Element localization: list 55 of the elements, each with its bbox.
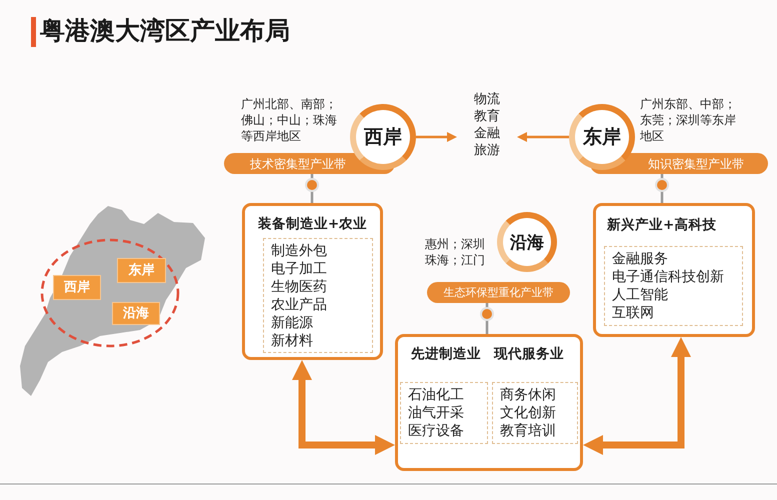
map-region-tag	[53, 275, 101, 300]
region-tag-label: 沿海	[123, 306, 149, 321]
region-list: 惠州；深圳珠海；江门	[425, 236, 489, 268]
sector-heading: 装备制造业+农业	[256, 216, 368, 233]
industry-list-panel	[492, 382, 578, 444]
service-item: 物流	[474, 91, 500, 108]
page-title: 粤港澳大湾区产业布局	[40, 16, 290, 46]
industry-item: 金融服务	[612, 250, 669, 268]
map-region-tag	[117, 258, 166, 283]
region-list: 广州东部、中部；东莞；深圳等东岸地区	[640, 96, 740, 144]
industry-item: 生物医药	[271, 278, 328, 296]
sector-card	[395, 334, 583, 471]
region-tag-label: 东岸	[128, 263, 154, 278]
sector-heading: 现代服务业	[494, 346, 564, 363]
industry-item: 农业产品	[271, 296, 328, 314]
region-name: 沿海	[510, 232, 544, 254]
industry-item: 油气开采	[408, 404, 465, 422]
industry-item: 人工智能	[612, 286, 669, 304]
map-region-tag	[112, 302, 160, 325]
belt-name: 技术密集型产业带	[250, 156, 346, 170]
industry-list-panel	[263, 238, 373, 353]
sector-card	[242, 203, 383, 360]
sector-heading: 先进制造业	[411, 346, 481, 363]
industry-item: 电子通信科技创新	[612, 268, 725, 286]
arrow	[517, 132, 569, 142]
region-list: 广州北部、南部；佛山；中山；珠海等西岸地区	[241, 96, 341, 144]
pin-connector	[655, 174, 669, 203]
industry-list-panel	[604, 246, 743, 326]
service-item: 金融	[474, 125, 500, 142]
industry-item: 新能源	[271, 314, 314, 332]
industry-item: 教育培训	[500, 422, 557, 440]
region-name: 西岸	[364, 125, 402, 150]
pin-connector	[305, 174, 319, 203]
sector-card	[593, 203, 755, 337]
belt-name: 生态环保型重化产业带	[444, 286, 554, 300]
region-name: 东岸	[583, 125, 621, 150]
industry-item: 制造外包	[271, 242, 328, 260]
double-arrow	[292, 360, 395, 455]
industry-belt-banner	[427, 282, 570, 303]
service-item: 旅游	[474, 142, 500, 159]
belt-name: 知识密集型产业带	[648, 156, 744, 170]
industry-item: 石油化工	[408, 386, 465, 404]
industry-item: 新材料	[271, 332, 314, 350]
industry-item: 医疗设备	[408, 422, 465, 440]
industry-item: 文化创新	[500, 404, 557, 422]
arrow	[416, 132, 457, 142]
industry-item: 商务休闲	[500, 386, 557, 404]
service-item: 教育	[474, 108, 500, 125]
sector-heading: 新兴产业+高科技	[607, 217, 716, 234]
industry-item: 电子加工	[271, 260, 328, 278]
double-arrow	[583, 337, 691, 455]
pin-connector	[480, 303, 494, 334]
industry-item: 互联网	[612, 304, 655, 322]
region-tag-label: 西岸	[64, 280, 90, 295]
industry-list-panel	[400, 382, 488, 444]
